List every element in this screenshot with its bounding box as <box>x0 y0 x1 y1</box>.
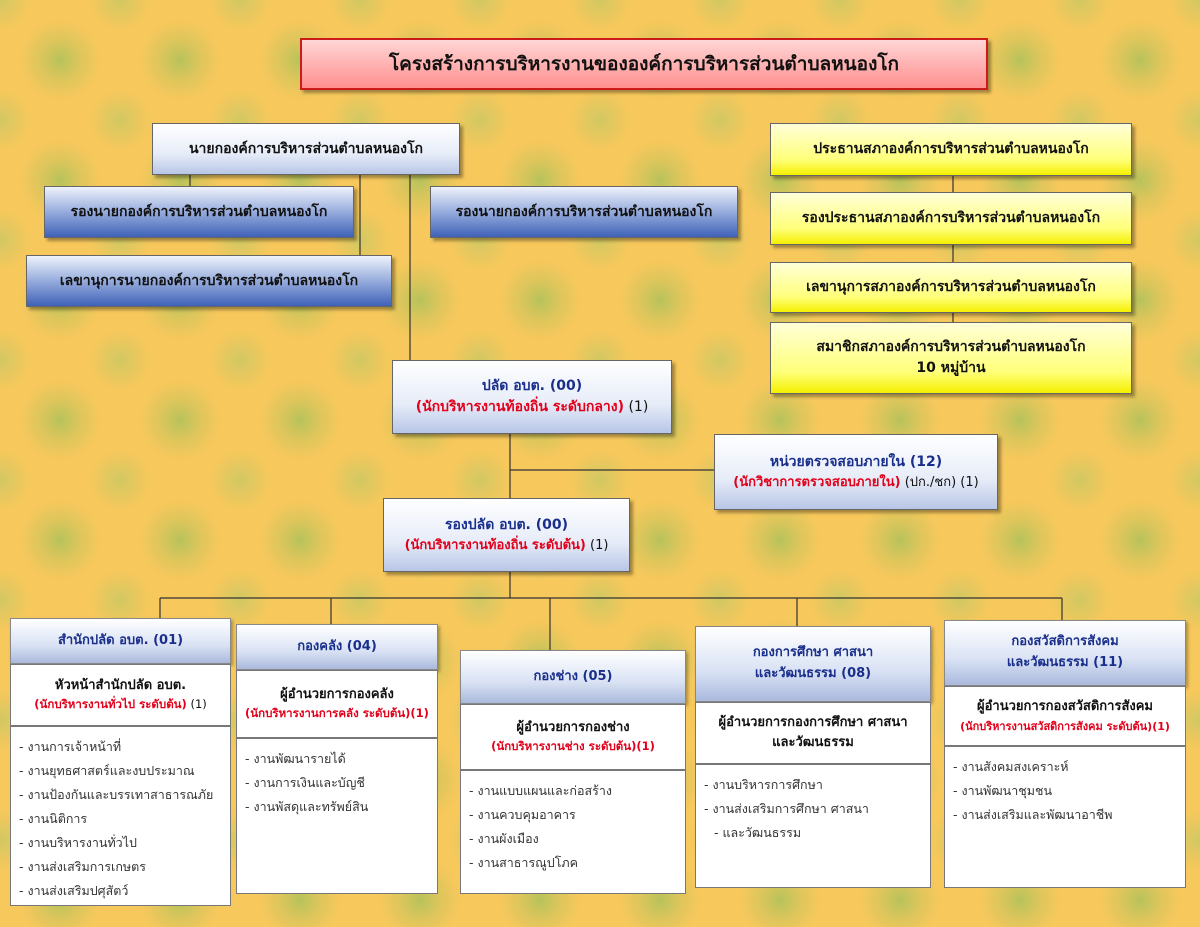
deputy-mayor-left-label: รองนายกองค์การบริหารส่วนตำบลหนองโก <box>70 203 328 220</box>
department-name: กองช่าง (05) <box>533 668 613 684</box>
list-item: งานสาธารณูปโภค <box>469 851 679 875</box>
palad-box: ปลัด อบต. (00) (นักบริหารงานท้องถิ่น ระด… <box>392 360 672 434</box>
mayor-box: นายกองค์การบริหารส่วนตำบลหนองโก <box>152 123 460 175</box>
department-manager-title: ผู้อำนวยการกองการศึกษา ศาสนา <box>718 714 908 730</box>
deputy-palad-position: (นักบริหารงานท้องถิ่น ระดับต้น) <box>404 537 586 553</box>
department-manager-position: (นักบริหารงานทั่วไป ระดับต้น) <box>34 697 187 712</box>
chart-title: โครงสร้างการบริหารงานขององค์การบริหารส่ว… <box>300 38 988 90</box>
palad-position: (นักบริหารงานท้องถิ่น ระดับกลาง) <box>415 399 624 415</box>
department-manager-box: ผู้อำนวยการกองคลัง (นักบริหารงานการคลัง … <box>236 670 438 738</box>
council-members-label: สมาชิกสภาองค์การบริหารส่วนตำบลหนองโก <box>816 339 1086 355</box>
deputy-palad-count: (1) <box>585 537 609 553</box>
department-manager-title: ผู้อำนวยการกองช่าง <box>516 720 630 736</box>
department-name: กองการศึกษา ศาสนา <box>752 645 874 661</box>
list-item: งานนิติการ <box>19 807 224 831</box>
department-task-list: งานแบบแผนและก่อสร้าง งานควบคุมอาคาร งานผ… <box>460 770 686 894</box>
department-manager-position: (นักบริหารงานการคลัง ระดับต้น)(1) <box>245 706 429 721</box>
department-header: สำนักปลัด อบต. (01) <box>10 618 231 664</box>
department-manager-box: ผู้อำนวยการกองช่าง (นักบริหารงานช่าง ระด… <box>460 704 686 770</box>
department-task-list: งานบริหารการศึกษา งานส่งเสริมการศึกษา ศา… <box>695 764 931 888</box>
mayor-secretary-box: เลขานุการนายกองค์การบริหารส่วนตำบลหนองโก <box>26 255 392 307</box>
deputy-mayor-right-label: รองนายกองค์การบริหารส่วนตำบลหนองโก <box>455 203 713 220</box>
council-members-count: 10 หมู่บ้าน <box>916 360 986 376</box>
council-president-label: ประธานสภาองค์การบริหารส่วนตำบลหนองโก <box>813 141 1089 157</box>
council-secretary-label: เลขานุการสภาองค์การบริหารส่วนตำบลหนองโก <box>806 279 1096 295</box>
list-item: งานผังเมือง <box>469 827 679 851</box>
list-item: งานป้องกันและบรรเทาสาธารณภัย <box>19 783 224 807</box>
department-manager-count: (1) <box>186 697 207 712</box>
list-item: งานส่งเสริมและพัฒนาอาชีพ <box>953 803 1179 827</box>
department-name: กองคลัง (04) <box>297 638 377 654</box>
list-item: งานส่งเสริมการเกษตร <box>19 855 224 879</box>
department-manager-box: หัวหน้าสำนักปลัด อบต. (นักบริหารงานทั่วไ… <box>10 664 231 726</box>
palad-count: (1) <box>624 399 649 415</box>
list-item: งานพัฒนารายได้ <box>245 747 431 771</box>
department-manager-position: (นักบริหารงานสวัสดิการสังคม ระดับต้น)(1) <box>960 719 1170 733</box>
department-task-list: งานพัฒนารายได้ งานการเงินและบัญชี งานพัส… <box>236 738 438 894</box>
list-item: งานการเงินและบัญชี <box>245 771 431 795</box>
department-office-of-palad: สำนักปลัด อบต. (01) หัวหน้าสำนักปลัด อบต… <box>10 618 231 908</box>
department-name-line2: และวัฒนธรรม (08) <box>754 666 872 681</box>
department-header: กองสวัสดิการสังคม และวัฒนธรรม (11) <box>944 620 1186 686</box>
department-manager-title: หัวหน้าสำนักปลัด อบต. <box>54 678 187 694</box>
list-item: งานการเจ้าหน้าที่ <box>19 735 224 759</box>
list-item: งานส่งเสริมปศุสัตว์ <box>19 879 224 903</box>
deputy-mayor-left-box: รองนายกองค์การบริหารส่วนตำบลหนองโก <box>44 186 354 238</box>
department-header: กองการศึกษา ศาสนา และวัฒนธรรม (08) <box>695 626 931 702</box>
department-education: กองการศึกษา ศาสนา และวัฒนธรรม (08) ผู้อำ… <box>695 626 931 888</box>
department-manager-position: (นักบริหารงานช่าง ระดับต้น)(1) <box>491 739 655 754</box>
department-engineering: กองช่าง (05) ผู้อำนวยการกองช่าง (นักบริห… <box>460 650 686 894</box>
list-item: งานสังคมสงเคราะห์ <box>953 755 1179 779</box>
department-name-line2: และวัฒนธรรม (11) <box>1006 655 1124 670</box>
list-item: งานพัฒนาชุมชน <box>953 779 1179 803</box>
council-vice-president-box: รองประธานสภาองค์การบริหารส่วนตำบลหนองโก <box>770 192 1132 245</box>
council-vice-president-label: รองประธานสภาองค์การบริหารส่วนตำบลหนองโก <box>801 210 1101 226</box>
council-members-box: สมาชิกสภาองค์การบริหารส่วนตำบลหนองโก 10 … <box>770 322 1132 394</box>
department-manager-title: ผู้อำนวยการกองสวัสดิการสังคม <box>976 699 1154 715</box>
deputy-mayor-right-box: รองนายกองค์การบริหารส่วนตำบลหนองโก <box>430 186 738 238</box>
list-item: งานพัสดุและทรัพย์สิน <box>245 795 431 819</box>
list-item: งานแบบแผนและก่อสร้าง <box>469 779 679 803</box>
department-name: กองสวัสดิการสังคม <box>1011 634 1119 650</box>
deputy-palad-title: รองปลัด อบต. (00) <box>444 516 569 533</box>
department-manager-box: ผู้อำนวยการกองสวัสดิการสังคม (นักบริหารง… <box>944 686 1186 746</box>
mayor-secretary-label: เลขานุการนายกองค์การบริหารส่วนตำบลหนองโก <box>59 272 359 289</box>
department-manager-title: ผู้อำนวยการกองคลัง <box>280 687 394 703</box>
list-item: งานควบคุมอาคาร <box>469 803 679 827</box>
department-header: กองช่าง (05) <box>460 650 686 704</box>
deputy-palad-box: รองปลัด อบต. (00) (นักบริหารงานท้องถิ่น … <box>383 498 630 572</box>
list-item: งานบริหารการศึกษา <box>704 773 924 797</box>
department-header: กองคลัง (04) <box>236 624 438 670</box>
department-manager-title-line2: และวัฒนธรรม <box>772 735 854 750</box>
council-president-box: ประธานสภาองค์การบริหารส่วนตำบลหนองโก <box>770 123 1132 176</box>
list-item: งานส่งเสริมการศึกษา ศาสนา <box>704 797 924 821</box>
internal-audit-title: หน่วยตรวจสอบภายใน (12) <box>769 453 943 470</box>
council-secretary-box: เลขานุการสภาองค์การบริหารส่วนตำบลหนองโก <box>770 262 1132 313</box>
department-social-welfare: กองสวัสดิการสังคม และวัฒนธรรม (11) ผู้อำ… <box>944 620 1186 888</box>
department-finance: กองคลัง (04) ผู้อำนวยการกองคลัง (นักบริห… <box>236 624 438 894</box>
mayor-label: นายกองค์การบริหารส่วนตำบลหนองโก <box>188 140 424 157</box>
internal-audit-position: (นักวิชาการตรวจสอบภายใน) <box>733 474 901 490</box>
list-item: งานบริหารงานทั่วไป <box>19 831 224 855</box>
list-item: งานยุทธศาสตร์และงบประมาณ <box>19 759 224 783</box>
department-task-list: งานการเจ้าหน้าที่ งานยุทธศาสตร์และงบประม… <box>10 726 231 906</box>
chart-title-text: โครงสร้างการบริหารงานขององค์การบริหารส่ว… <box>388 52 900 75</box>
internal-audit-box: หน่วยตรวจสอบภายใน (12) (นักวิชาการตรวจสอ… <box>714 434 998 510</box>
list-item: และวัฒนธรรม <box>704 821 924 845</box>
department-name: สำนักปลัด อบต. (01) <box>57 632 184 648</box>
palad-title: ปลัด อบต. (00) <box>481 378 583 394</box>
internal-audit-count: (ปก./ชก) (1) <box>900 474 979 490</box>
department-manager-box: ผู้อำนวยการกองการศึกษา ศาสนา และวัฒนธรรม <box>695 702 931 764</box>
department-task-list: งานสังคมสงเคราะห์ งานพัฒนาชุมชน งานส่งเส… <box>944 746 1186 888</box>
